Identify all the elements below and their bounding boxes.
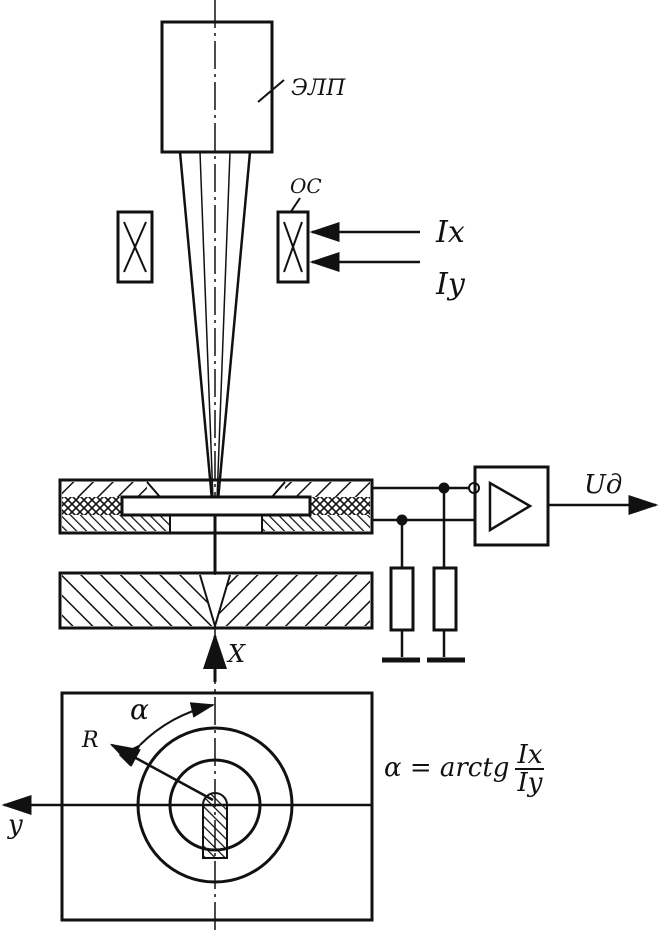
radius-arrow	[109, 743, 214, 802]
formula-numerator: Ix	[515, 740, 545, 770]
axis-y-label: y	[8, 810, 23, 840]
formula-denominator: Iy	[517, 768, 543, 798]
formula-lhs: α = arctg	[384, 753, 510, 783]
electron-gun-box	[160, 20, 274, 154]
node	[438, 482, 450, 494]
amplifier-triangle	[488, 480, 533, 533]
angle-label: α	[130, 693, 149, 726]
sample-top-view	[60, 691, 374, 922]
gun-leader-line	[257, 79, 285, 103]
angle-arc	[118, 702, 215, 767]
coil-left	[116, 210, 154, 284]
node	[396, 514, 408, 526]
current-y-label: Iy	[436, 267, 465, 302]
sample-block	[58, 571, 374, 630]
wiring	[372, 486, 475, 663]
detector-plate	[58, 478, 374, 535]
electron-beam	[178, 151, 252, 573]
coil-right	[276, 210, 310, 284]
amplifier-box	[473, 465, 550, 547]
output-voltage-label: Uд	[584, 470, 623, 500]
resistor	[389, 566, 415, 632]
outer-ring	[136, 726, 294, 884]
current-x-label: Ix	[436, 215, 465, 250]
deflection-system-label: ОС	[290, 174, 322, 198]
electron-gun-label: ЭЛП	[291, 76, 346, 101]
radius-label: R	[82, 728, 99, 753]
coil-leader-line	[289, 197, 301, 214]
beam-track	[202, 792, 228, 859]
axis-x-label: X	[228, 640, 246, 668]
resistor	[432, 566, 458, 632]
